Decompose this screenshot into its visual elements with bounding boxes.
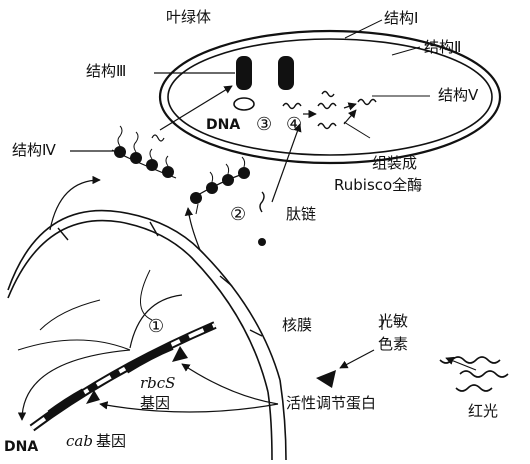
- structure5-label: 结构Ⅴ: [438, 88, 478, 103]
- polysome-bead: [206, 182, 218, 194]
- polysome-bead: [238, 167, 250, 179]
- peptide-label: 肽链: [286, 207, 316, 222]
- step2-marker: ②: [230, 206, 246, 224]
- chloroplast-dna-ring: [234, 98, 254, 110]
- ribosome-subunit: [236, 56, 252, 90]
- structure1-label: 结构Ⅰ: [384, 11, 418, 26]
- ribosome-subunit: [278, 56, 294, 90]
- cab-gene-segment: [50, 392, 84, 414]
- cab-gene-word: 基因: [96, 434, 126, 449]
- step4-marker: ④: [286, 116, 302, 134]
- polysome-bead: [114, 146, 126, 158]
- red-light-wave: [440, 357, 500, 363]
- chloroplast-dna-label: DNA: [206, 118, 240, 132]
- assemble-label-line1: 组装成: [372, 156, 417, 171]
- active-protein-label: 活性调节蛋白: [286, 396, 376, 411]
- nuclear-dna-label: DNA: [4, 440, 38, 454]
- rbcs-gene-name: rbcS: [140, 376, 175, 391]
- structure3-label: 结构Ⅲ: [86, 64, 126, 79]
- structure4-label: 结构Ⅳ: [12, 143, 56, 158]
- phytochrome-label-line1: 光敏: [378, 314, 408, 329]
- polysome-bead: [146, 159, 158, 171]
- polysome-bead: [190, 192, 202, 204]
- assemble-label-line2: Rubisco全酶: [334, 178, 422, 193]
- polysome-bead: [162, 166, 174, 178]
- step3-marker: ③: [256, 116, 272, 134]
- phytochrome-label-line2: 色素: [378, 337, 408, 352]
- polysome-bead: [222, 174, 234, 186]
- rbcs-gene-segment: [126, 346, 172, 370]
- activator-triangle: [172, 346, 188, 362]
- cab-gene-name: cab: [66, 434, 93, 449]
- polysome-bead: [130, 152, 142, 164]
- nuclear-membrane-label: 核膜: [282, 318, 312, 333]
- step1-marker: ①: [148, 318, 164, 336]
- activator-triangle-free: [316, 370, 336, 388]
- chloroplast-label: 叶绿体: [166, 10, 211, 25]
- structure2-label: 结构Ⅱ: [424, 40, 461, 55]
- red-light-label: 红光: [468, 404, 498, 419]
- rbcs-gene-word: 基因: [140, 396, 170, 411]
